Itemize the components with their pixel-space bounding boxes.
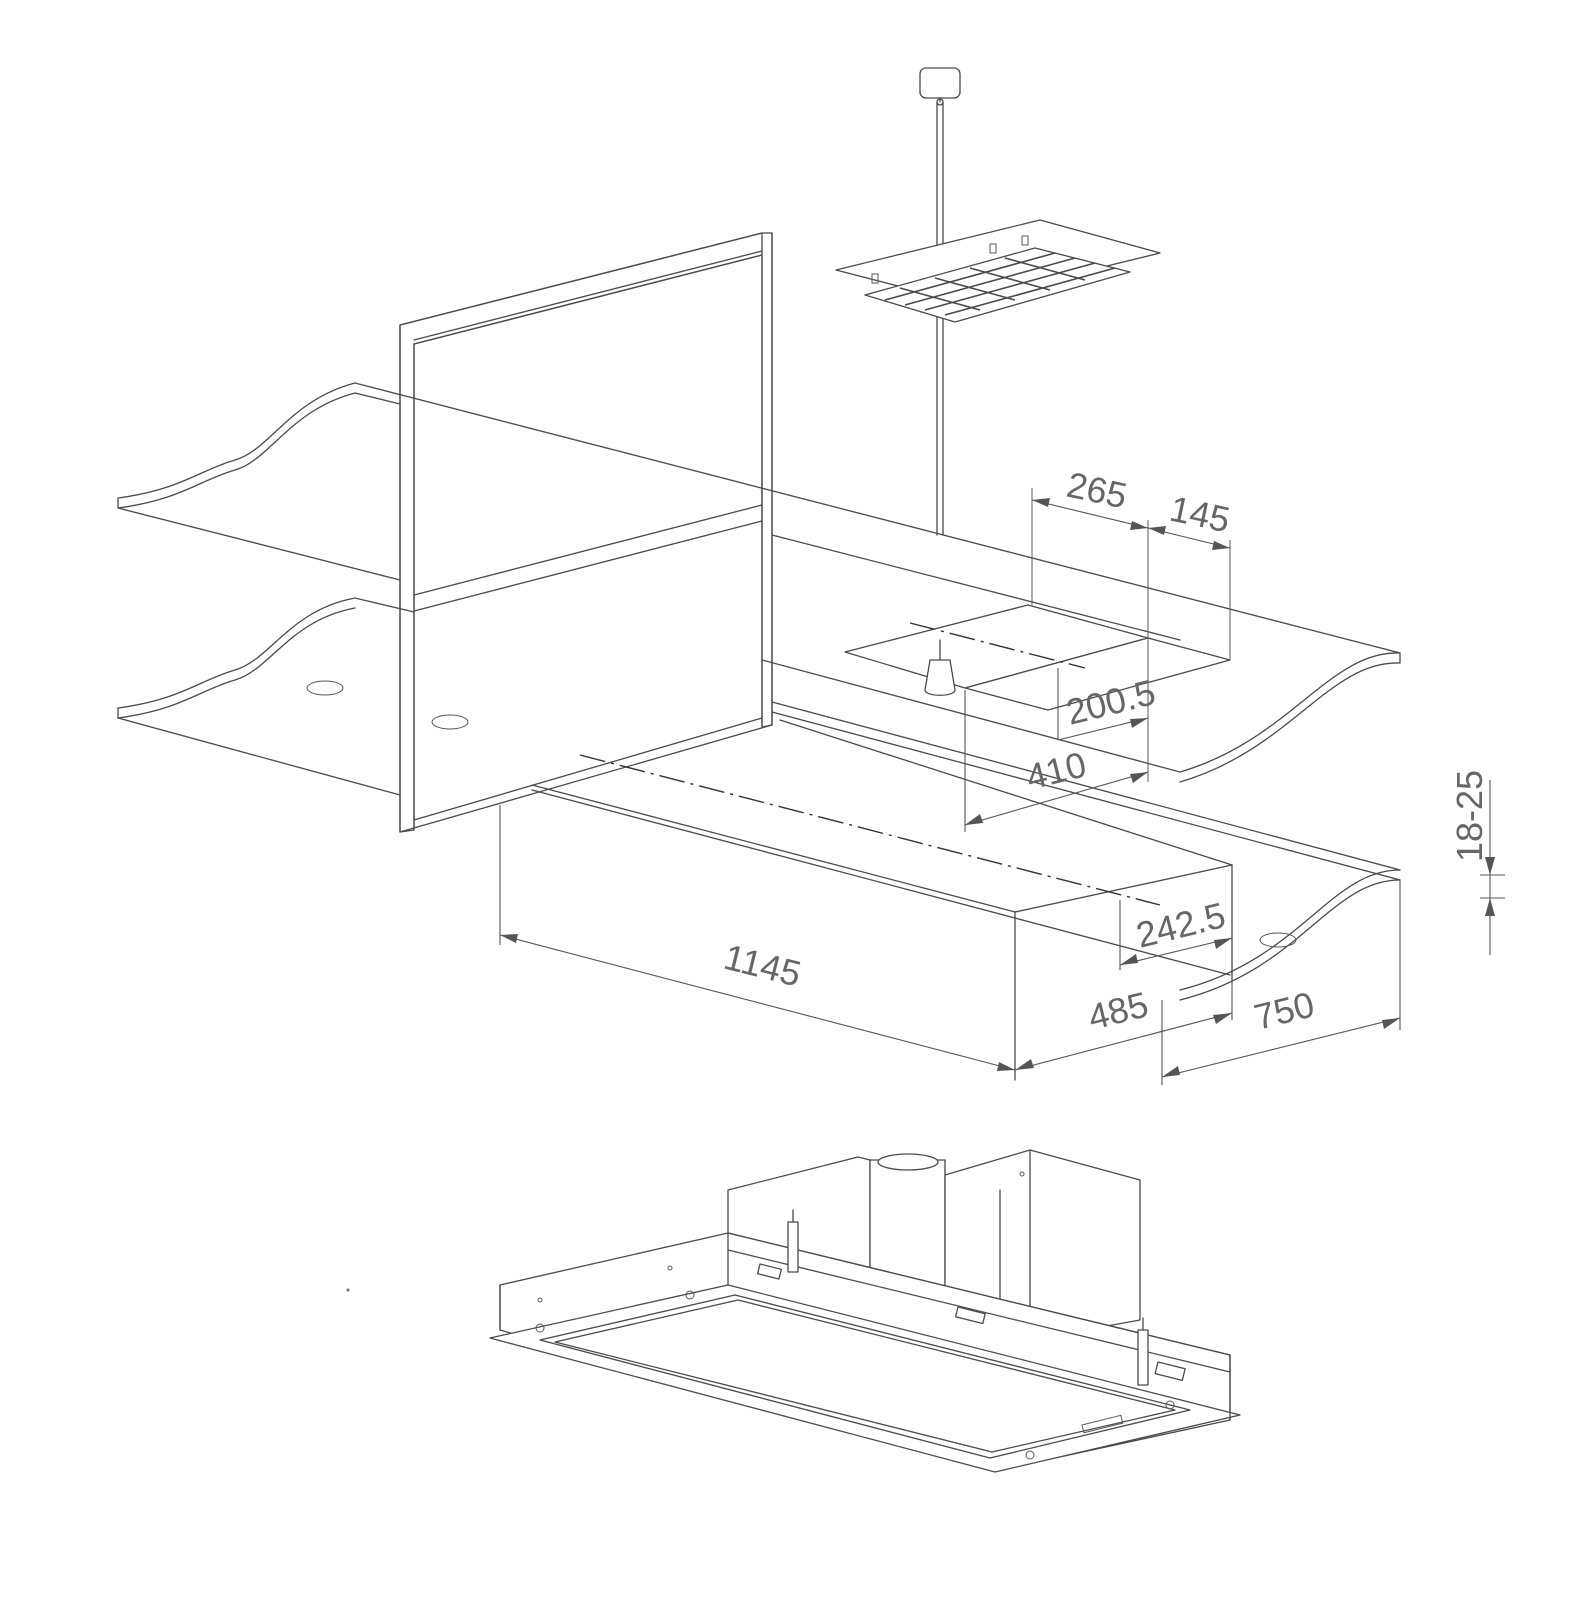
filter-cassette xyxy=(835,219,1161,323)
ceiling-bracket xyxy=(919,67,961,536)
hood-body-outline xyxy=(531,719,1233,1081)
hood-unit xyxy=(489,1149,1241,1473)
center-line-short xyxy=(909,622,1086,669)
dim-1145: 1145 xyxy=(720,936,805,995)
dim-410: 410 xyxy=(1022,743,1090,797)
dim-242-5: 242.5 xyxy=(1132,894,1229,956)
dim-750: 750 xyxy=(1250,983,1318,1037)
ceiling-lower-panel xyxy=(117,597,1401,1001)
dim-265: 265 xyxy=(1063,464,1130,517)
center-line-long xyxy=(579,754,1161,906)
ceiling-upper-panel xyxy=(117,382,1401,783)
dim-145: 145 xyxy=(1166,488,1233,541)
dim-18-25: 18-25 xyxy=(1449,770,1490,862)
dim-485: 485 xyxy=(1084,983,1152,1037)
pendant-fixture xyxy=(924,639,956,696)
dimension-lines xyxy=(499,498,1505,1085)
stray-dot xyxy=(346,1288,350,1292)
dimension-labels: 265 145 200.5 410 18-25 242.5 1145 485 7… xyxy=(720,464,1490,1038)
support-frame xyxy=(399,232,773,833)
